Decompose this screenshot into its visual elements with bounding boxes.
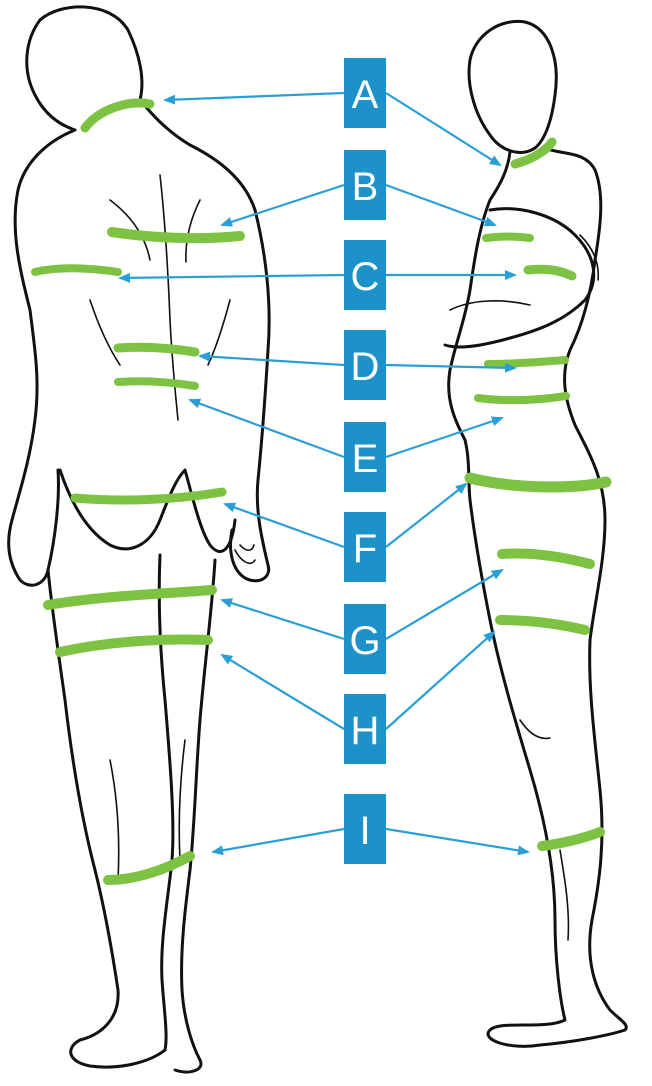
label-text: A	[352, 73, 379, 117]
arrow-f-left	[225, 504, 344, 547]
label-text: F	[353, 527, 377, 571]
male-back-muscle-detail	[90, 300, 230, 365]
label-text: H	[351, 709, 380, 753]
arrow-e-left	[190, 400, 344, 457]
arrow-g-left	[222, 600, 344, 639]
male-right-arm-outline	[231, 210, 270, 581]
female-neck-front-outline	[449, 152, 510, 500]
female-calf-band	[542, 832, 600, 846]
male-left-torso-outline	[9, 130, 75, 585]
label-text: E	[352, 437, 379, 481]
arrow-h-right	[386, 632, 494, 729]
arrow-g-right	[386, 570, 502, 639]
female-arm-band	[528, 269, 572, 276]
label-a: A	[344, 58, 386, 128]
female-hip-band	[470, 478, 606, 487]
male-neck-band	[85, 103, 150, 128]
labels: A B C D E F G H I	[344, 58, 386, 864]
label-b: B	[344, 150, 386, 220]
male-calf-band	[108, 856, 190, 880]
male-chest-band	[112, 232, 240, 238]
arrow-a-right	[386, 93, 500, 165]
male-thigh-band	[48, 590, 212, 605]
arrow-e-right	[386, 418, 502, 457]
female-thigh-band	[502, 553, 590, 564]
female-upper-hip-band	[478, 396, 566, 400]
label-d: D	[344, 330, 386, 400]
measurement-bands	[35, 103, 606, 880]
arrow-i-right	[386, 829, 528, 852]
label-c: C	[344, 240, 386, 310]
label-i: I	[344, 794, 386, 864]
female-waist-band	[488, 360, 565, 364]
male-waist-band	[118, 347, 195, 352]
label-e: E	[344, 422, 386, 492]
female-knee-band	[500, 620, 585, 630]
female-figure	[445, 21, 626, 1046]
arrow-b-right	[386, 185, 495, 225]
male-glute-outline	[60, 470, 235, 552]
male-head-left-outline	[27, 20, 75, 130]
female-front-leg-outline	[470, 500, 625, 1046]
female-head-outline	[469, 21, 556, 152]
label-g: G	[344, 604, 386, 674]
male-figure	[9, 7, 269, 1072]
label-text: D	[351, 345, 380, 389]
label-f: F	[344, 512, 386, 582]
male-head-outline	[40, 7, 255, 210]
female-chest-band	[486, 237, 530, 239]
arrow-f-right	[386, 484, 466, 547]
male-knee-band	[60, 640, 208, 653]
arrow-b-left	[222, 185, 344, 225]
label-text: I	[359, 809, 370, 853]
male-arm-band	[35, 268, 118, 272]
label-h: H	[344, 694, 386, 764]
arrow-h-left	[222, 655, 344, 729]
label-text: G	[349, 619, 380, 663]
male-upper-hip-band	[118, 381, 195, 386]
arrow-a-left	[165, 93, 344, 100]
arrow-c-left	[120, 275, 344, 278]
male-inner-leg-outline	[159, 555, 173, 1050]
male-right-hand-detail	[235, 545, 255, 563]
label-text: B	[352, 165, 379, 209]
arrow-i-left	[213, 829, 344, 852]
label-text: C	[351, 255, 380, 299]
arrow-d-left	[200, 356, 344, 365]
male-hip-band	[75, 492, 222, 500]
